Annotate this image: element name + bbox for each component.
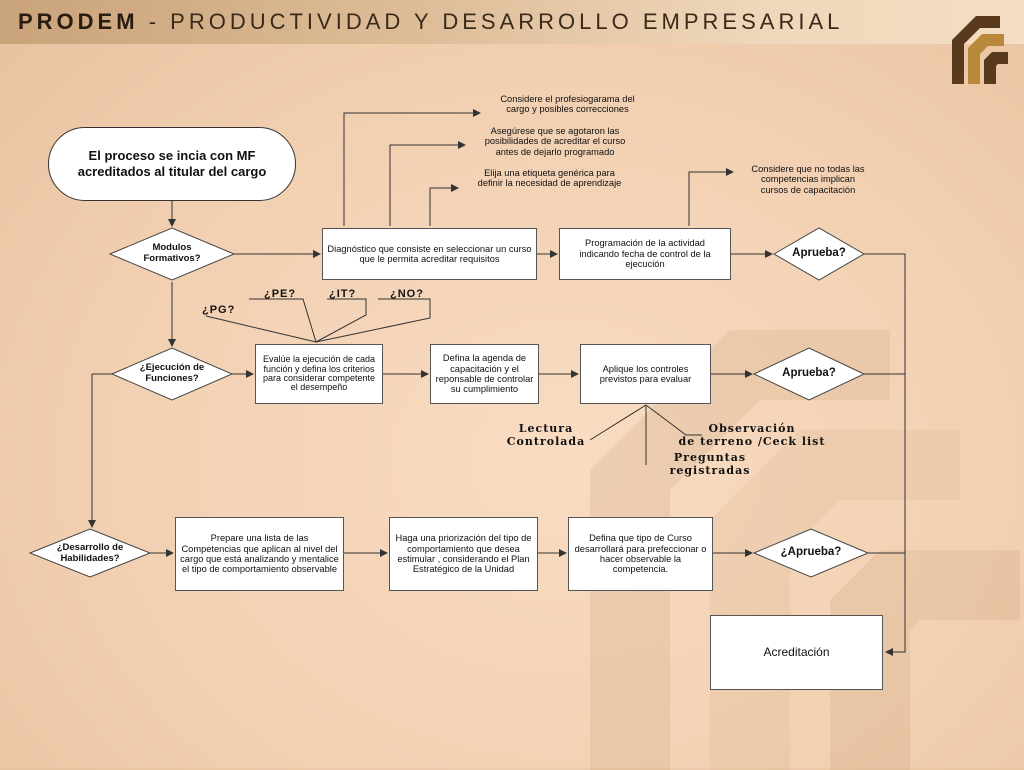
- prepare-box: Prepare una lista de las Competencias qu…: [175, 517, 344, 591]
- question-pg: ¿PG?: [202, 304, 236, 316]
- aprueba1-label: Aprueba?: [792, 247, 846, 260]
- note-etiqueta: Elija una etiqueta genérica para definir…: [477, 168, 622, 189]
- evalue-box: Evalúe la ejecución de cada función y de…: [255, 344, 383, 404]
- note-profesiograma: Considere el profesiogarama del cargo y …: [500, 94, 635, 115]
- aprueba1-diamond: [773, 227, 865, 281]
- start-text: El proceso se incia con MF acreditados a…: [77, 148, 267, 179]
- title-separator: -: [148, 9, 161, 34]
- question-it: ¿IT?: [329, 288, 357, 300]
- ejecucion-diamond: [110, 347, 234, 401]
- method-lectura: Lectura Controlada: [506, 422, 586, 448]
- aprueba2-label: Aprueba?: [782, 367, 836, 380]
- aprueba2-diamond: [752, 347, 866, 401]
- note-competencias: Considere que no todas las competencias …: [751, 164, 865, 195]
- desarrollo-diamond: [28, 528, 152, 578]
- acreditacion-box: Acreditación: [710, 615, 883, 690]
- controles-box: Aplique los controles previstos para eva…: [580, 344, 711, 404]
- programacion-box: Programación de la actividad indicando f…: [559, 228, 731, 280]
- curso-box: Defina que tipo de Curso desarrollará pa…: [568, 517, 713, 591]
- header-bar: PRODEM - PRODUCTIVIDAD Y DESARROLLO EMPR…: [0, 0, 1024, 44]
- method-preguntas: Preguntas registradas: [669, 451, 751, 477]
- question-pe: ¿PE?: [264, 288, 297, 300]
- ejecucion-label: ¿Ejecución de Funciones?: [139, 362, 205, 384]
- method-observacion: Observación de terreno /Ceck list: [678, 422, 826, 448]
- priorizacion-box: Haga una priorización del tipo de compor…: [389, 517, 538, 591]
- aprueba3-label: ¿Aprueba?: [780, 546, 842, 559]
- diagnostico-box: Diagnóstico que consiste en seleccionar …: [322, 228, 537, 280]
- title-subtitle: PRODUCTIVIDAD Y DESARROLLO EMPRESARIAL: [170, 9, 844, 34]
- aprueba3-diamond: [752, 528, 870, 578]
- desarrollo-label: ¿Desarrollo de Habilidades?: [56, 542, 124, 564]
- brand-name: PRODEM: [18, 9, 139, 34]
- question-no: ¿NO?: [390, 288, 424, 300]
- modulos-label: Modulos Formativos?: [143, 242, 201, 264]
- page-title: PRODEM - PRODUCTIVIDAD Y DESARROLLO EMPR…: [18, 9, 843, 35]
- modulos-diamond: [108, 227, 236, 281]
- start-oval: El proceso se incia con MF acreditados a…: [48, 127, 296, 201]
- agenda-box: Defina la agenda de capacitación y el re…: [430, 344, 539, 404]
- prodem-logo-icon: [952, 16, 1008, 84]
- note-agotaron: Asegúrese que se agotaron las posibilida…: [484, 126, 626, 157]
